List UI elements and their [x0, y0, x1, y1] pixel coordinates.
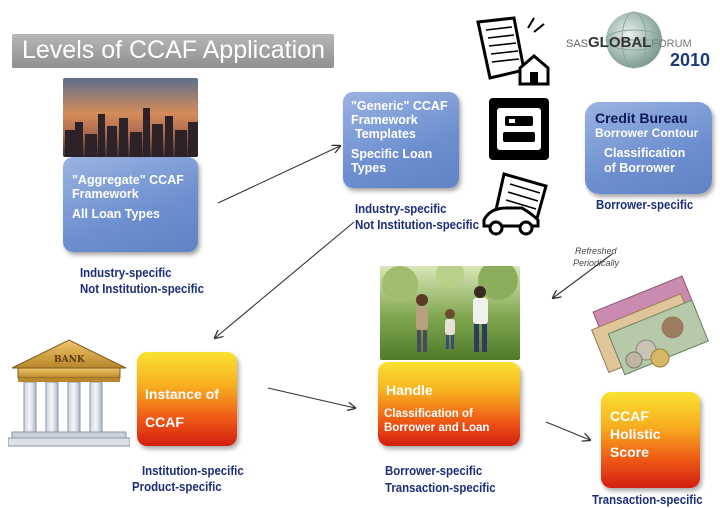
arrow-instance-to-handle — [267, 387, 355, 408]
aggregate-label-line1: Industry-specific — [80, 265, 172, 280]
logo-year: 2010 — [670, 50, 711, 70]
generic-line1: "Generic" CCAF — [351, 99, 448, 113]
title-bar — [12, 34, 334, 68]
holistic-line1: CCAF — [610, 408, 649, 424]
instance-label-line1: Institution-specific — [142, 463, 244, 478]
city-skyline-photo — [63, 78, 198, 157]
generic-line5: Types — [351, 161, 387, 175]
generic-line3: Templates — [355, 127, 416, 141]
generic-line4: Specific Loan — [351, 147, 433, 161]
arrow-bureau-to-handle — [553, 253, 613, 298]
generic-label-line1: Industry-specific — [355, 201, 447, 216]
car-document-icon — [482, 168, 560, 238]
handle-label-line2: Transaction-specific — [385, 480, 496, 495]
handle-box: Handle Classification of Borrower and Lo… — [378, 362, 520, 446]
instance-line1: Instance of — [145, 386, 219, 402]
refreshed-label-line1: Refreshed — [575, 246, 617, 256]
handle-label-line1: Borrower-specific — [385, 463, 483, 478]
generic-label-line2: Not Institution-specific — [355, 217, 479, 232]
globe-icon — [605, 11, 663, 69]
aggregate-line2: Framework — [72, 187, 139, 201]
handle-line3: Borrower and Loan — [384, 422, 490, 434]
credit-bureau-line2: Borrower Contour — [595, 126, 699, 140]
logo-global: GLOBAL — [588, 34, 652, 51]
arrow-aggregate-to-generic — [217, 146, 340, 204]
holistic-line2: Holistic — [610, 426, 661, 442]
aggregate-ccaf-box: "Aggregate" CCAF Framework All Loan Type… — [63, 157, 198, 252]
sas-global-forum-logo: SASGLOBALFORUM 2010 — [560, 6, 718, 76]
credit-bureau-title: Credit Bureau — [595, 110, 688, 126]
credit-bureau-line3: Classification — [604, 146, 686, 160]
arrow-handle-to-score — [545, 421, 590, 440]
credit-bureau-box: Credit Bureau Borrower Contour Classific… — [585, 102, 712, 194]
arrow-generic-to-instance — [215, 221, 355, 338]
handle-line1: Handle — [386, 382, 433, 398]
bank-sign: BANK — [54, 355, 85, 365]
id-card-icon — [485, 94, 555, 166]
generic-ccaf-box: "Generic" CCAF Framework Templates Speci… — [343, 92, 459, 188]
aggregate-line1: "Aggregate" CCAF — [72, 173, 184, 187]
aggregate-line3: All Loan Types — [72, 207, 160, 221]
bank-building-icon: BANK — [7, 338, 131, 448]
instance-label-line2: Product-specific — [132, 479, 222, 494]
credit-bureau-line4: of Borrower — [604, 161, 675, 175]
family-photo — [380, 266, 520, 360]
slide-title: Levels of CCAF Application — [22, 36, 325, 64]
logo-forum: FORUM — [651, 38, 692, 50]
handle-line2: Classification of — [384, 408, 473, 420]
instance-line2: CCAF — [145, 414, 184, 430]
generic-line2: Framework — [351, 113, 418, 127]
holistic-line3: Score — [610, 444, 649, 460]
money-photo: 50 — [584, 272, 714, 378]
logo-sas: SAS — [566, 38, 589, 50]
instance-of-ccaf-box: Instance of CCAF — [137, 352, 237, 446]
credit-bureau-label: Borrower-specific — [596, 197, 694, 212]
ccaf-holistic-score-box: CCAF Holistic Score — [601, 392, 700, 488]
holistic-label: Transaction-specific — [592, 492, 703, 507]
document-house-icon — [468, 14, 556, 94]
aggregate-label-line2: Not Institution-specific — [80, 281, 204, 296]
refreshed-label-line2: Periodically — [573, 258, 620, 268]
